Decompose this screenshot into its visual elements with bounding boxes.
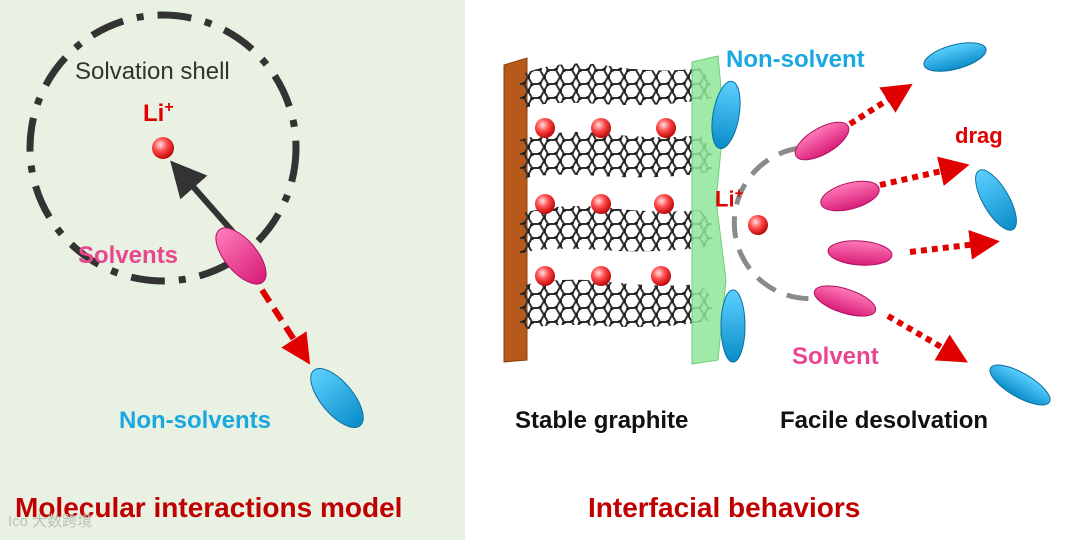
li-ion-right [748,215,768,235]
facile-desolvation-label: Facile desolvation [780,407,989,434]
li-label-left: Li+ [143,99,174,127]
solvent-molecule-4 [813,285,877,317]
solvents-label: Solvents [78,242,179,269]
stable-graphite-label: Stable graphite [515,407,689,434]
escaped-nonsolvent-3 [989,364,1051,406]
escaped-nonsolvent-1 [923,42,987,72]
solvent-molecule-1 [794,121,850,161]
intercalated-li-ions [535,118,676,286]
interface-nonsolvent-bottom [720,289,746,363]
solvent-molecule-2 [820,180,880,212]
drag-label: drag [955,123,1003,148]
nonsolvents-label: Non-solvents [119,407,272,434]
right-caption: Interfacial behaviors [588,492,861,523]
solvent-molecule-3 [827,240,893,266]
li-label-right: Li+ [715,185,744,212]
solvation-shell-label: Solvation shell [75,58,230,85]
li-ion-left [152,137,174,159]
nonsolvent-molecule-left [310,368,364,428]
drag-arrows [848,83,1000,363]
left-caption: Molecular interactions model [15,492,403,523]
solvent-label: Solvent [792,343,879,370]
graphite-layers [520,63,712,332]
nonsolvent-label: Non-solvent [726,46,865,73]
interface-nonsolvent-top [711,80,741,150]
escaped-nonsolvent-2 [975,169,1017,231]
nonsolvent-escape-arrow [259,288,311,365]
solvation-shell-circle [26,11,300,285]
solvent-molecule-left [215,227,267,285]
watermark: Ico 大数跨境 [8,513,93,530]
desolvation-shell [731,145,821,302]
